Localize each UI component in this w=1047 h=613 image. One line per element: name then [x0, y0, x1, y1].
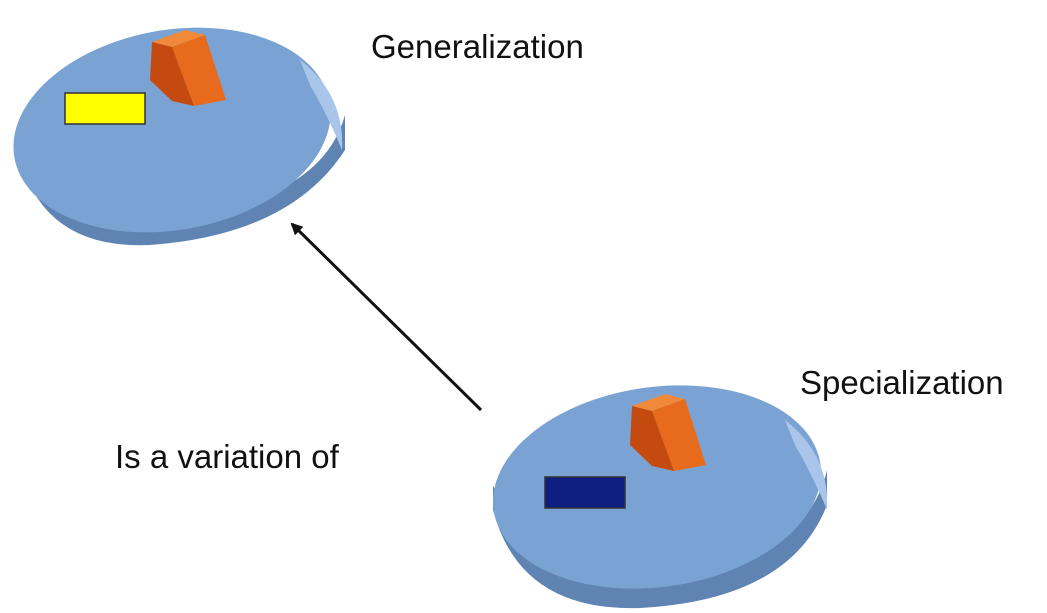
specialization-disk [493, 385, 828, 609]
variation-arrow [290, 222, 483, 412]
generalization-label: Generalization [371, 28, 584, 65]
generalization-rectangle [64, 92, 146, 125]
specialization-label: Specialization [800, 364, 1004, 401]
generalization-disk [13, 27, 345, 246]
specialization-rectangle [544, 476, 626, 509]
generalization-cube [150, 30, 226, 106]
relation-label: Is a variation of [115, 438, 339, 475]
specialization-disk-rim [785, 420, 828, 510]
specialization-disk-top [493, 385, 821, 589]
generalization-disk-rim [300, 60, 343, 150]
specialization-cube [630, 394, 706, 471]
generalization-disk-top [13, 27, 331, 233]
